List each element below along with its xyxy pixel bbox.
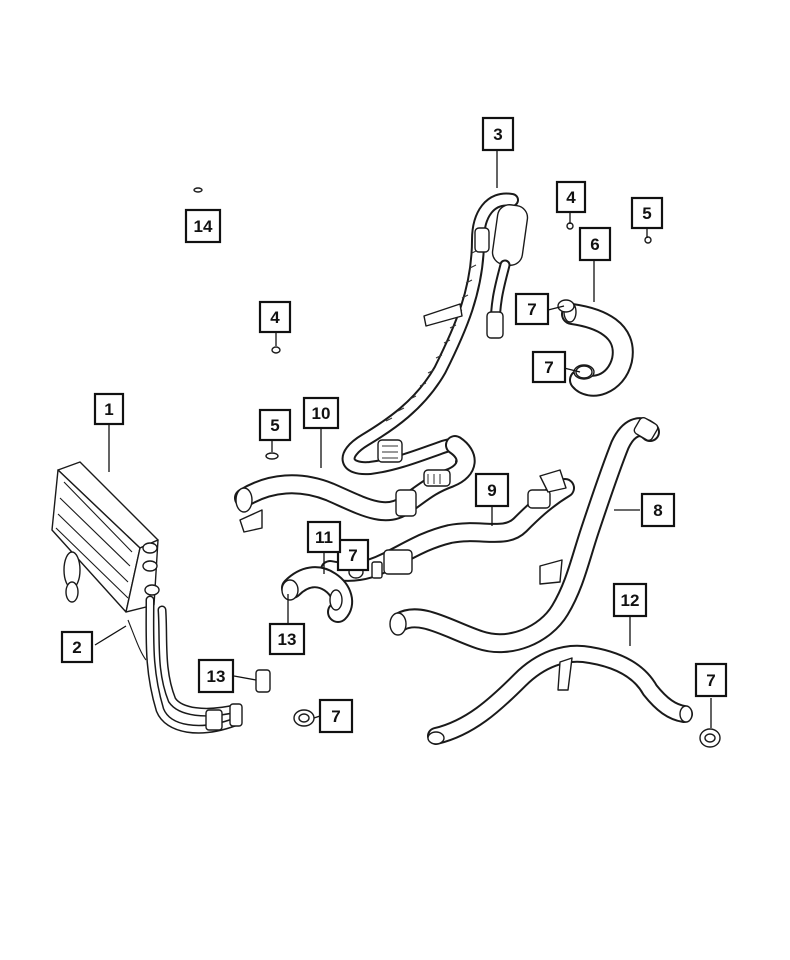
callout-6: 6 (578, 226, 612, 262)
callout-9-label: 9 (487, 481, 496, 500)
callout-7-c-label: 7 (348, 546, 357, 565)
part-7-clamp-hose6-top (557, 299, 575, 313)
heater-core (51, 461, 160, 613)
callout-4-lower-label: 4 (270, 308, 280, 327)
callout-7-hose9: 7 (336, 538, 370, 572)
hose-assembly-part-3 (341, 192, 529, 476)
callout-7-b-label: 7 (544, 358, 553, 377)
callout-7-hose6-top: 7 (514, 292, 550, 326)
callout-2: 2 (60, 630, 94, 664)
callout-8: 8 (640, 492, 676, 528)
callout-1-label: 1 (104, 400, 113, 419)
molded-hose-part-6 (561, 301, 634, 397)
hose-part-10 (234, 435, 476, 533)
callout-4-upper-label: 4 (566, 188, 576, 207)
callout-12: 12 (612, 582, 648, 618)
callout-7-right-clamp: 7 (694, 662, 728, 698)
part-4-oring-lower (271, 346, 281, 354)
callout-5-upper-label: 5 (642, 204, 651, 223)
callout-8-label: 8 (653, 501, 662, 520)
callout-13-upper-label: 13 (278, 630, 297, 649)
callout-3-label: 3 (493, 125, 502, 144)
callout-10-label: 10 (312, 404, 331, 423)
callout-5-lower: 5 (258, 408, 292, 442)
part-7-clamp-hose6-bottom (575, 365, 593, 379)
callout-14-label: 14 (194, 217, 213, 236)
callout-7-lower-clamp: 7 (318, 698, 354, 734)
callout-7-e-label: 7 (706, 671, 715, 690)
callout-10: 10 (302, 396, 340, 430)
callout-7-d-label: 7 (331, 707, 340, 726)
callout-5-lower-label: 5 (270, 416, 279, 435)
part-14-clip (193, 187, 203, 193)
callout-12-label: 12 (621, 591, 640, 610)
callout-3: 3 (481, 116, 515, 152)
hose-part-11 (281, 566, 354, 623)
callout-6-label: 6 (590, 235, 599, 254)
heater-core-tubes (127, 595, 243, 734)
callout-13-upper: 13 (268, 622, 306, 656)
callout-11-label: 11 (315, 528, 333, 547)
callout-2-label: 2 (72, 638, 81, 657)
part-5-oring-upper (644, 236, 652, 244)
callout-5-upper: 5 (630, 196, 664, 230)
callouts: 1 2 3 4 4 5 5 6 (60, 116, 728, 734)
callout-1: 1 (93, 392, 125, 426)
callout-9: 9 (474, 472, 510, 508)
part-5-oring-lower (265, 452, 279, 460)
callout-13-lower-label: 13 (207, 667, 226, 686)
callout-13-lower: 13 (197, 658, 235, 694)
callout-7-a-label: 7 (527, 300, 536, 319)
hose-part-12 (427, 644, 693, 745)
callout-11: 11 (306, 520, 342, 554)
callout-14: 14 (184, 208, 222, 244)
callout-4-upper: 4 (555, 180, 587, 214)
callout-4-lower: 4 (258, 300, 292, 334)
hose-part-9 (320, 469, 575, 582)
leader-lines (94, 150, 712, 728)
part-13-seal (255, 669, 271, 693)
hose-part-8 (389, 416, 660, 654)
callout-7-hose6-bottom: 7 (531, 350, 567, 384)
